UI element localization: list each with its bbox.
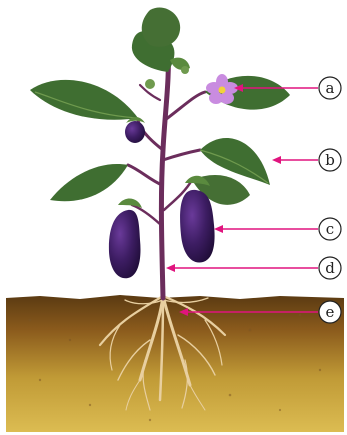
label-c: c [319,218,341,240]
label-e: e [319,301,341,323]
label-a-text: a [326,79,335,97]
soil [6,295,344,432]
label-a: a [319,77,341,99]
label-b-text: b [325,151,335,169]
small-fruit [125,66,189,143]
label-b: b [319,149,341,171]
label-c-text: c [326,220,334,238]
label-d: d [319,257,341,279]
label-d-text: d [325,259,335,277]
label-e-text: e [326,303,335,321]
